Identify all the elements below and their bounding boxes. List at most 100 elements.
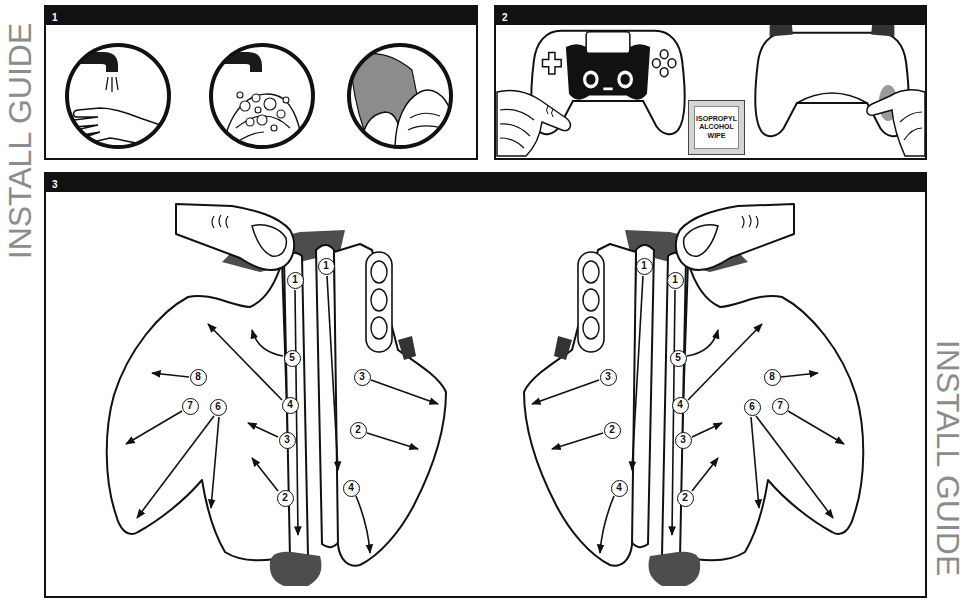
lather-hands-icon	[283, 97, 289, 103]
side-title: INSTALL GUIDE	[4, 23, 36, 260]
lather-hands-icon	[240, 101, 250, 111]
grip-install-figure	[334, 244, 446, 566]
callout-number: 2	[604, 422, 621, 439]
callout-number: 8	[190, 369, 207, 386]
lather-hands-icon	[264, 98, 276, 110]
grip-install-figure	[152, 373, 189, 377]
controller-back	[797, 93, 867, 103]
callout-number: 5	[670, 350, 687, 367]
callout-number: 6	[210, 399, 227, 416]
grip-install-figure-mirrored	[524, 204, 863, 586]
lather-hands-icon	[236, 116, 290, 140]
callout-number: 7	[772, 398, 789, 415]
right-hand	[900, 112, 922, 140]
controller-front	[652, 59, 660, 68]
grip-install-figure	[252, 330, 283, 356]
callout-number: 4	[611, 480, 628, 497]
grip-install-figure	[211, 417, 219, 508]
left-hand	[497, 90, 570, 156]
step-panel: 2ISOPROPYL ALCOHOL WIPE	[494, 5, 927, 160]
step-panel: 3	[44, 172, 927, 598]
lather-hands-icon	[222, 94, 304, 152]
step-number: 1	[52, 9, 58, 27]
grip-install-figure	[212, 215, 228, 228]
wash-hands-icon	[67, 45, 169, 147]
controller-front	[617, 70, 633, 88]
callout-number: 1	[318, 258, 335, 275]
callout-number: 1	[636, 258, 653, 275]
grip-install-figure	[252, 458, 278, 491]
callout-number: 3	[675, 432, 692, 449]
controller-front	[542, 52, 561, 74]
lather-hands-icon	[211, 45, 313, 147]
callout-number: 1	[667, 272, 684, 289]
controller-front	[583, 70, 599, 88]
grip-install-figure	[295, 290, 298, 535]
controller-front	[660, 68, 668, 77]
grip-install-figure	[137, 416, 214, 518]
callout-number: 5	[284, 350, 301, 367]
grip-install-figure	[248, 423, 278, 437]
grip-install-figure	[126, 411, 182, 444]
grip-install-figure	[327, 276, 338, 470]
step-header-bar: 2	[496, 7, 925, 25]
lather-hands-icon	[255, 107, 261, 113]
lather-hands-icon	[204, 45, 313, 152]
grip-install-figure	[107, 262, 292, 560]
callout-number: 4	[343, 480, 360, 497]
grip-install-figure	[252, 225, 286, 257]
grip-install-figure	[366, 252, 392, 352]
grip-install-figure	[126, 276, 438, 553]
dry-hands-icon	[349, 45, 451, 147]
side-title: INSTALL GUIDE	[932, 340, 964, 577]
lather-hands-icon	[246, 118, 254, 126]
grip-install-figure	[398, 336, 416, 360]
step-header-bar: 3	[46, 174, 925, 192]
controller-front	[603, 88, 612, 91]
lather-hands-icon	[257, 115, 267, 125]
left-hand	[547, 106, 554, 117]
controller-front	[668, 59, 676, 68]
controller-front	[652, 50, 675, 77]
callout-number: 1	[287, 272, 304, 289]
lather-hands-icon	[252, 94, 260, 102]
callout-number: 7	[182, 398, 199, 415]
callout-number: 6	[744, 399, 761, 416]
wipe-label-area: ISOPROPYL ALCOHOL WIPE	[694, 106, 739, 149]
lather-hands-icon	[271, 125, 277, 131]
wipe-packet: ISOPROPYL ALCOHOL WIPE	[688, 100, 745, 155]
grip-install-figure	[371, 289, 387, 311]
grip-install-figure	[356, 496, 370, 553]
wash-hands-icon	[60, 45, 175, 150]
dry-hands-icon	[349, 45, 455, 150]
left-hand	[497, 90, 570, 156]
lather-hands-icon	[277, 110, 285, 118]
controller-back	[755, 20, 908, 136]
grip-install-figure	[176, 204, 294, 270]
controller-front	[660, 50, 668, 59]
step-panel: 1	[44, 5, 478, 160]
callout-number: 4	[672, 397, 689, 414]
callout-number: 2	[677, 490, 694, 507]
step-header-bar: 1	[46, 7, 476, 25]
right-hand	[867, 90, 925, 156]
grip-install-figure	[371, 261, 387, 283]
callout-number: 4	[282, 397, 299, 414]
right-hand	[867, 90, 925, 156]
callout-number: 3	[279, 432, 296, 449]
callout-number: 3	[600, 369, 617, 386]
controller-front	[586, 74, 595, 85]
controller-front	[586, 32, 630, 54]
dry-hands-icon	[408, 113, 442, 130]
grip-install-figure	[208, 324, 282, 400]
callout-number: 8	[764, 369, 781, 386]
grip-install-figure	[371, 317, 387, 339]
grip-install-figure	[107, 204, 446, 586]
left-hand	[500, 109, 534, 148]
wash-hands-icon	[106, 77, 118, 92]
callout-number: 2	[350, 422, 367, 439]
lather-hands-icon	[237, 92, 289, 131]
